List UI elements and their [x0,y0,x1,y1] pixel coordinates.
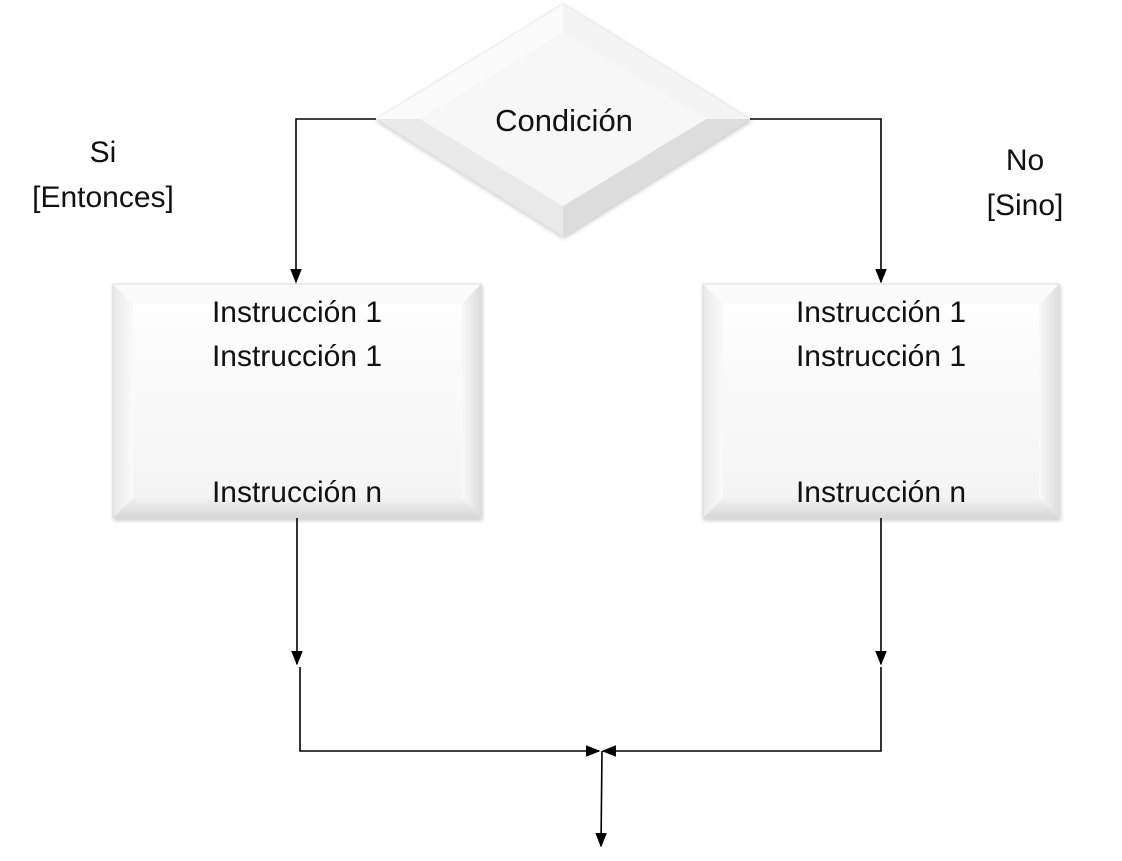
no-instruction-2: Instrucción 1 [796,340,966,373]
no-instruction-1: Instrucción 1 [796,296,966,329]
no-instruction-n: Instrucción n [796,476,966,509]
no-connector [750,118,887,284]
no-merge-connector [601,667,882,757]
final-exit-connector [595,750,607,848]
condition-label: Condición [495,103,633,138]
yes-connector [290,118,376,284]
yes-merge-connector [299,667,601,757]
no-branch-label: No [1006,144,1044,177]
yes-branch-label: Si [90,136,117,169]
yes-instruction-n: Instrucción n [212,476,382,509]
yes-branch-sublabel: [Entonces] [32,181,174,214]
yes-instruction-box [112,283,482,519]
condition-diamond [375,3,751,237]
no-branch-sublabel: [Sino] [987,189,1064,222]
yes-instruction-2: Instrucción 1 [212,340,382,373]
yes-instruction-1: Instrucción 1 [212,296,382,329]
no-instruction-box [702,283,1060,519]
